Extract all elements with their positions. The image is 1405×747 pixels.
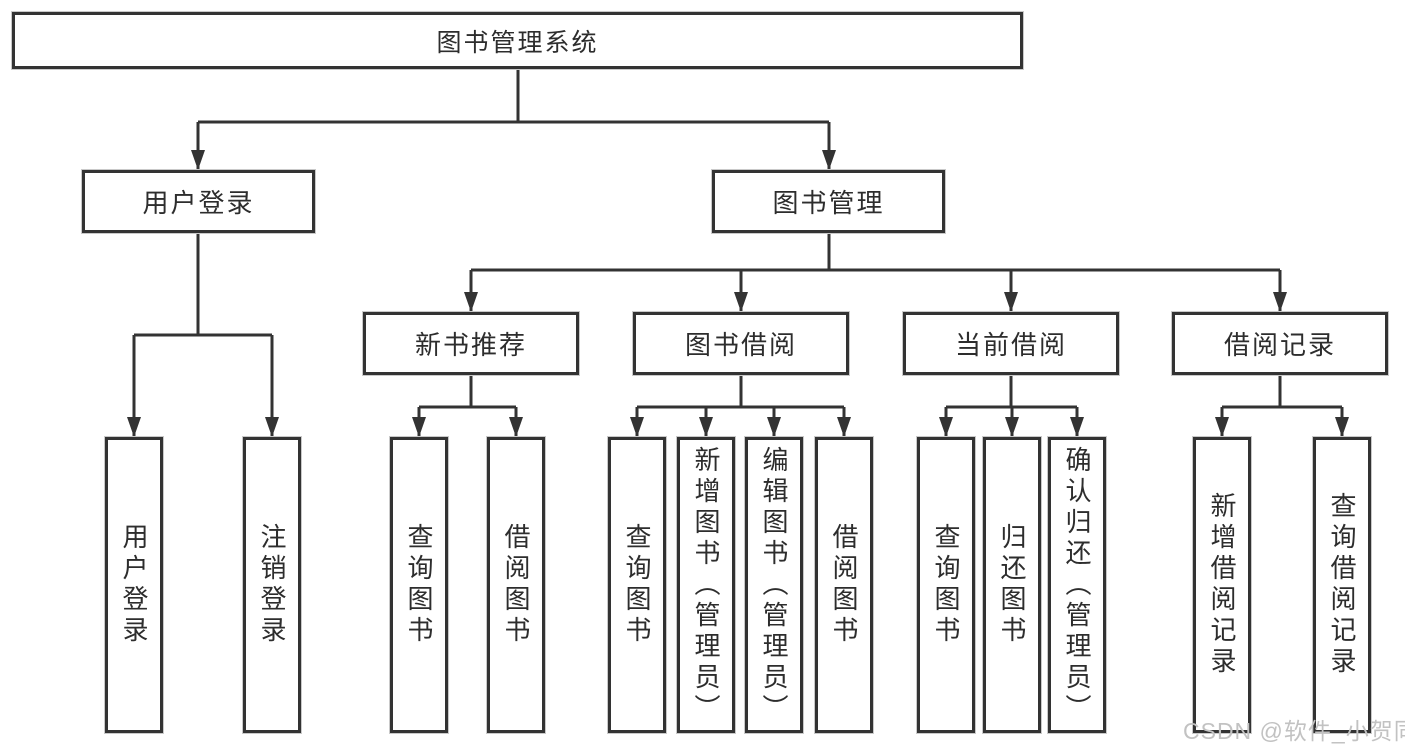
- connector-trunks: [134, 69, 1342, 409]
- watermark: CSDN @软件_小贺同学: [1183, 718, 1405, 744]
- node-book-management-label: 图书管理: [772, 188, 885, 218]
- leaf-add-book-admin-label: 新增图书（管理员）: [691, 445, 721, 725]
- node-root-label: 图书管理系统: [436, 28, 599, 57]
- node-user-login-label: 用户登录: [142, 188, 255, 218]
- leaf-query-books-current-label: 查询图书: [931, 523, 961, 647]
- leaf-user-login-label: 用户登录: [119, 523, 149, 647]
- leaf-borrow-books-recommend-label: 借阅图书: [501, 523, 531, 647]
- connector-arrows: [127, 122, 1349, 437]
- leaf-edit-book-admin: 编辑图书（管理员）: [744, 436, 804, 734]
- node-root: 图书管理系统: [11, 11, 1024, 70]
- node-new-book-recommend-label: 新书推荐: [414, 330, 527, 360]
- leaf-user-login: 用户登录: [104, 436, 164, 734]
- leaf-return-book-label: 归还图书: [997, 523, 1027, 647]
- node-borrow-records-label: 借阅记录: [1223, 330, 1336, 360]
- leaf-confirm-return-admin: 确认归还（管理员）: [1047, 436, 1107, 734]
- node-borrow-records: 借阅记录: [1171, 311, 1389, 376]
- leaf-borrow-books: 借阅图书: [814, 436, 874, 734]
- leaf-borrow-books-recommend: 借阅图书: [486, 436, 546, 734]
- leaf-add-book-admin: 新增图书（管理员）: [676, 436, 736, 734]
- leaf-borrow-books-label: 借阅图书: [829, 523, 859, 647]
- leaf-query-books-recommend-label: 查询图书: [404, 523, 434, 647]
- node-new-book-recommend: 新书推荐: [362, 311, 580, 376]
- leaf-query-books-borrow: 查询图书: [607, 436, 667, 734]
- leaf-logout: 注销登录: [242, 436, 302, 734]
- leaf-logout-label: 注销登录: [257, 523, 287, 647]
- leaf-query-books-recommend: 查询图书: [389, 436, 449, 734]
- leaf-add-borrow-record-label: 新增借阅记录: [1207, 492, 1237, 678]
- connector-lines: [134, 69, 1342, 409]
- leaf-edit-book-admin-label: 编辑图书（管理员）: [759, 445, 789, 725]
- node-current-borrow: 当前借阅: [902, 311, 1120, 376]
- node-current-borrow-label: 当前借阅: [954, 330, 1067, 360]
- node-book-borrow: 图书借阅: [632, 311, 850, 376]
- leaf-query-borrow-record: 查询借阅记录: [1312, 436, 1372, 734]
- node-book-borrow-label: 图书借阅: [684, 330, 797, 360]
- leaf-query-books-current: 查询图书: [916, 436, 976, 734]
- leaf-return-book: 归还图书: [982, 436, 1042, 734]
- leaf-add-borrow-record: 新增借阅记录: [1192, 436, 1252, 734]
- leaf-confirm-return-admin-label: 确认归还（管理员）: [1062, 445, 1092, 725]
- node-user-login: 用户登录: [81, 169, 316, 234]
- leaf-query-books-borrow-label: 查询图书: [622, 523, 652, 647]
- node-book-management: 图书管理: [711, 169, 946, 234]
- leaf-query-borrow-record-label: 查询借阅记录: [1327, 492, 1357, 678]
